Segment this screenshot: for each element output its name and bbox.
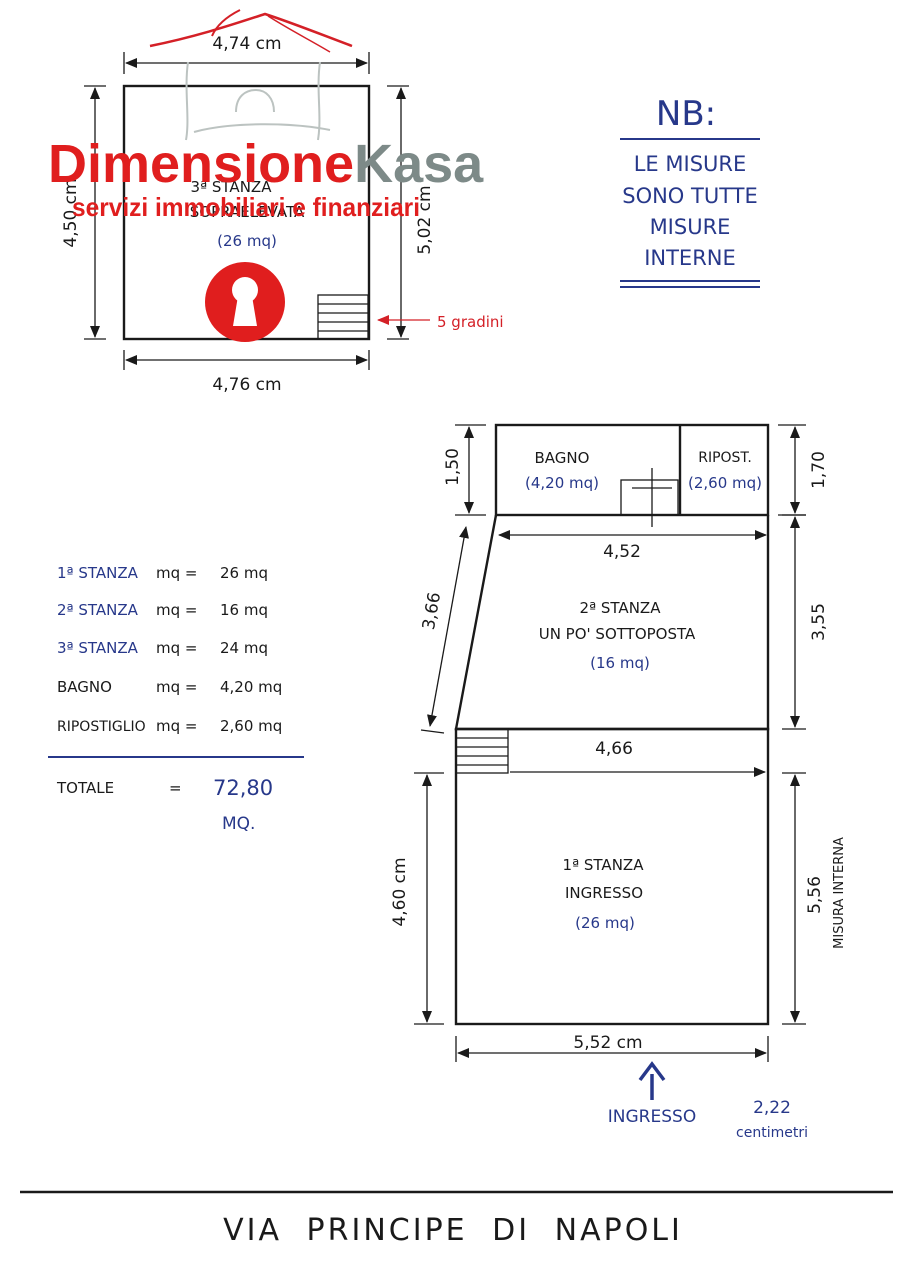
brand-tagline: servizi immobiliari e finanziari [72,192,420,222]
area-summary: 1ª STANZA mq = 26 mq 2ª STANZA mq = 16 m… [48,564,304,834]
dim-left-label: 4,50 cm [61,178,81,247]
svg-text:mq =: mq = [156,639,197,657]
note-box: NB: LE MISURE SONO TUTTE MISURE INTERNE [620,94,760,288]
scale-value: 2,22 [753,1098,791,1118]
bagno-label: BAGNO [535,449,590,467]
total-equals: = [169,779,182,797]
total-value: 72,80 [213,776,273,800]
dim-452-label: 4,52 [603,542,641,562]
svg-text:2,60 mq: 2,60 mq [220,717,282,735]
summary-row: 1ª STANZA mq = 26 mq [57,564,268,582]
note-line-2: SONO TUTTE [622,184,758,208]
dim-top-label: 4,74 cm [212,34,281,54]
brand-part2: Kasa [354,134,484,194]
svg-text:26 mq: 26 mq [220,564,268,582]
street-name: VIA PRINCIPE DI NAPOLI [223,1213,683,1248]
ripost-area: (2,60 mq) [688,474,762,492]
stairs-note: 5 gradini [437,313,504,331]
dim-170-label: 1,70 [809,451,829,489]
bagno-fixture [620,468,679,527]
dim-366-label: 3,66 [419,591,445,632]
note-line-1: LE MISURE [634,152,747,176]
svg-text:mq =: mq = [156,601,197,619]
svg-text:3ª STANZA: 3ª STANZA [57,639,139,657]
ground-floor: BAGNO (4,20 mq) RIPOST. (2,60 mq) 1,50 1… [390,423,847,1141]
room2-title: 2ª STANZA [580,599,662,617]
summary-row: 2ª STANZA mq = 16 mq [57,601,268,619]
total-label: TOTALE [56,779,114,797]
note-line-4: INTERNE [644,246,736,270]
svg-text:1ª STANZA: 1ª STANZA [57,564,139,582]
note-line-3: MISURE [650,215,731,239]
stairs-upper [317,294,369,340]
dim-right-label: 5,02 cm [415,185,435,254]
room1-title: 1ª STANZA [563,856,645,874]
dim-150-label: 1,50 [443,448,463,486]
service-block-outline [494,423,770,517]
summary-row: BAGNO mq = 4,20 mq [57,678,282,696]
dim-552-label: 5,52 cm [573,1033,642,1053]
svg-text:mq =: mq = [156,678,197,696]
svg-text:mq =: mq = [156,717,197,735]
svg-text:RIPOSTIGLIO: RIPOSTIGLIO [57,719,146,735]
svg-text:mq =: mq = [156,564,197,582]
svg-text:2ª STANZA: 2ª STANZA [57,601,139,619]
room2-subtitle: UN PO' SOTTOPOSTA [539,625,696,643]
keyhole-icon [205,262,285,342]
room3-subtitle: SOPRAELEVATA [190,203,305,221]
entrance-label: INGRESSO [608,1107,696,1127]
room1-outline [454,727,770,1026]
entrance-arrow-icon [638,1061,666,1100]
dim-460-label: 4,60 cm [390,857,410,926]
watermark-logo: DimensioneKasa servizi immobiliari e fin… [48,9,484,342]
upper-floor: 4,74 cm 4,76 cm 4,50 cm 5,02 cm 5 gradin… [61,34,504,395]
note-title: NB: [656,94,716,134]
dim-556-note: MISURA INTERNA [832,837,847,949]
svg-text:16 mq: 16 mq [220,601,268,619]
roof-drawing [149,9,353,141]
svg-text:24 mq: 24 mq [220,639,268,657]
ripost-label: RIPOST. [698,450,752,466]
room1-area: (26 mq) [575,914,635,932]
summary-row: 3ª STANZA mq = 24 mq [57,639,268,657]
svg-text:4,20 mq: 4,20 mq [220,678,282,696]
brand-logo: DimensioneKasa [48,134,484,194]
svg-text:BAGNO: BAGNO [57,678,112,696]
room3-area: (26 mq) [217,232,277,250]
dim-355-label: 3,55 [809,603,829,641]
room3-title: 3ª STANZA [191,178,273,196]
summary-row: RIPOSTIGLIO mq = 2,60 mq [57,717,282,735]
dim-556-label: 5,56 [805,876,825,914]
stairs-ground [455,728,509,774]
bagno-area: (4,20 mq) [525,474,599,492]
dim-466-label: 4,66 [595,739,633,759]
total-unit: MQ. [222,814,255,834]
scale-unit: centimetri [736,1125,808,1141]
dim-366-line [427,526,469,727]
dim-bottom-label: 4,76 cm [212,375,281,395]
brand-part1: Dimensione [48,134,354,194]
room2-area: (16 mq) [590,654,650,672]
room1-subtitle: INGRESSO [565,884,643,902]
